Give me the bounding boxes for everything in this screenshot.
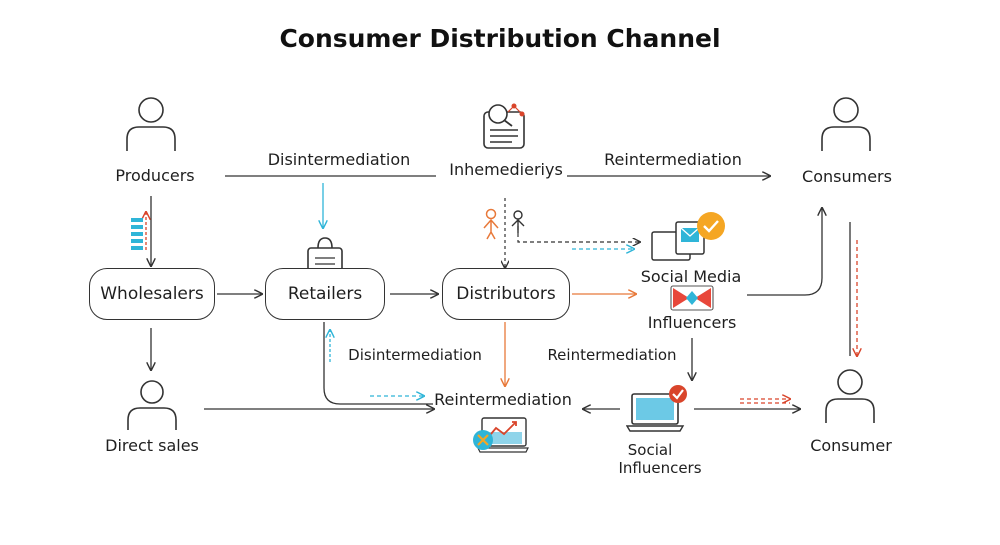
edge-retailers-reintermediation xyxy=(323,322,433,405)
social-media-devices-icon xyxy=(651,212,725,261)
node-social-media-label: Social Media xyxy=(640,267,742,286)
node-distributors: Distributors xyxy=(442,268,570,320)
consumer-person-icon xyxy=(825,369,875,423)
laptop-check-icon xyxy=(626,385,687,432)
analytics-laptop-icon xyxy=(473,417,529,453)
node-influencers-label: Influencers xyxy=(647,313,737,332)
direct-sales-person-icon xyxy=(127,380,177,430)
document-search-icon xyxy=(483,103,525,149)
node-consumer-label: Consumer xyxy=(810,436,892,455)
node-producers-label: Producers xyxy=(115,166,195,185)
node-social-influencers-label-line2: Influencers xyxy=(618,459,702,477)
node-direct-sales-label: Direct sales xyxy=(105,436,199,455)
node-social-influencers-label-line1: Social xyxy=(627,441,673,459)
edge-label-reintermediation-mid: Reintermediation xyxy=(547,346,677,364)
orange-person-icon xyxy=(483,208,499,240)
node-consumers-label: Consumers xyxy=(802,167,892,186)
influencer-bowtie-icon xyxy=(670,285,714,311)
producers-person-icon xyxy=(126,97,176,151)
node-intermediaries-label: Inhemedieriys xyxy=(449,160,563,179)
node-reintermediation-hub-label: Reintermediation xyxy=(434,390,572,409)
edge-label-disintermediation-mid: Disintermediation xyxy=(348,346,482,364)
page-title: Consumer Distribution Channel xyxy=(279,24,721,53)
edge-influencers-consumers xyxy=(747,208,822,296)
edge-label-reintermediation-top: Reintermediation xyxy=(604,150,742,169)
stack-bars-icon xyxy=(131,218,143,250)
node-wholesalers: Wholesalers xyxy=(89,268,215,320)
consumers-person-icon xyxy=(821,97,871,151)
shopping-bag-icon xyxy=(307,237,343,275)
edge-person-social-media xyxy=(517,226,640,242)
black-person-icon xyxy=(511,210,525,233)
edge-label-disintermediation-top: Disintermediation xyxy=(267,150,411,169)
node-retailers: Retailers xyxy=(265,268,385,320)
